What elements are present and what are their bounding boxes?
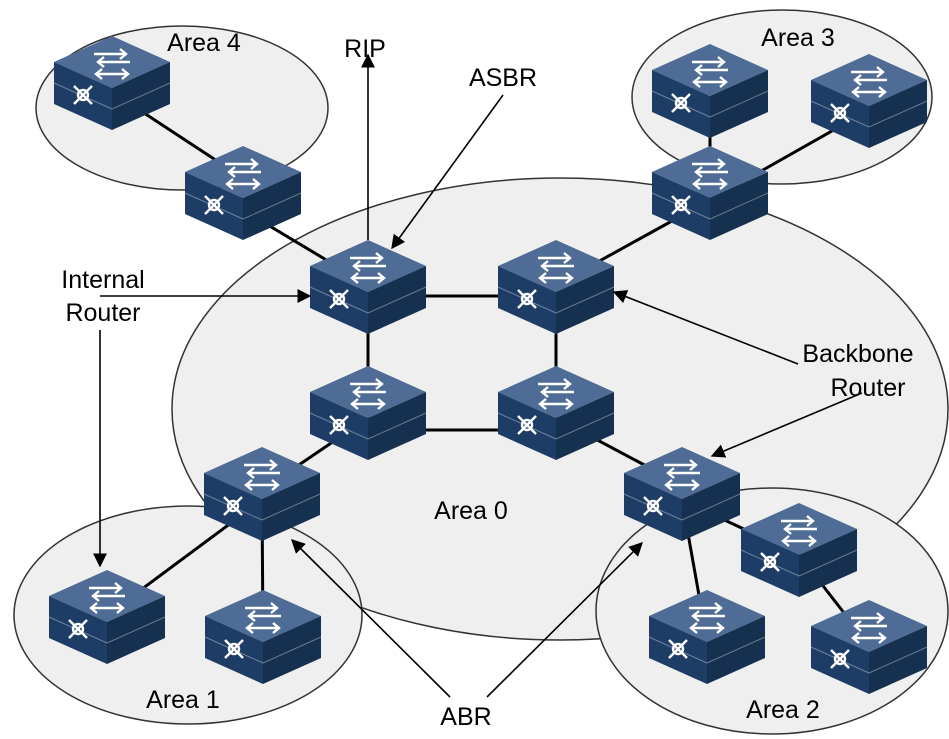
area-4-label: Area 4 [167, 29, 241, 57]
internal-router-label-line2: Router [65, 299, 140, 327]
backbone-router-label-line2: Router [830, 374, 905, 402]
area-3-label: Area 3 [761, 24, 835, 52]
abr-label: ABR [440, 703, 491, 731]
annotation-arrows [93, 53, 863, 698]
abr-arrow-left [291, 539, 451, 698]
area-0-label: Area 0 [434, 497, 508, 525]
asbr-label: ASBR [469, 64, 537, 92]
internal-router-label-line1: Internal [61, 266, 144, 294]
backbone-router-arrow-top [612, 290, 799, 365]
abr-arrow-right [486, 542, 643, 698]
area-1-label: Area 1 [146, 686, 220, 714]
rip-label: RIP [344, 35, 386, 63]
backbone-router-label-line1: Backbone [802, 340, 913, 368]
diagram-labels: Area 4 Area 3 Area 0 Area 1 Area 2 RIP A… [61, 24, 913, 731]
backbone-router-arrow-bottom [710, 392, 863, 458]
asbr-arrow [391, 94, 504, 250]
area-2-label: Area 2 [746, 696, 820, 724]
